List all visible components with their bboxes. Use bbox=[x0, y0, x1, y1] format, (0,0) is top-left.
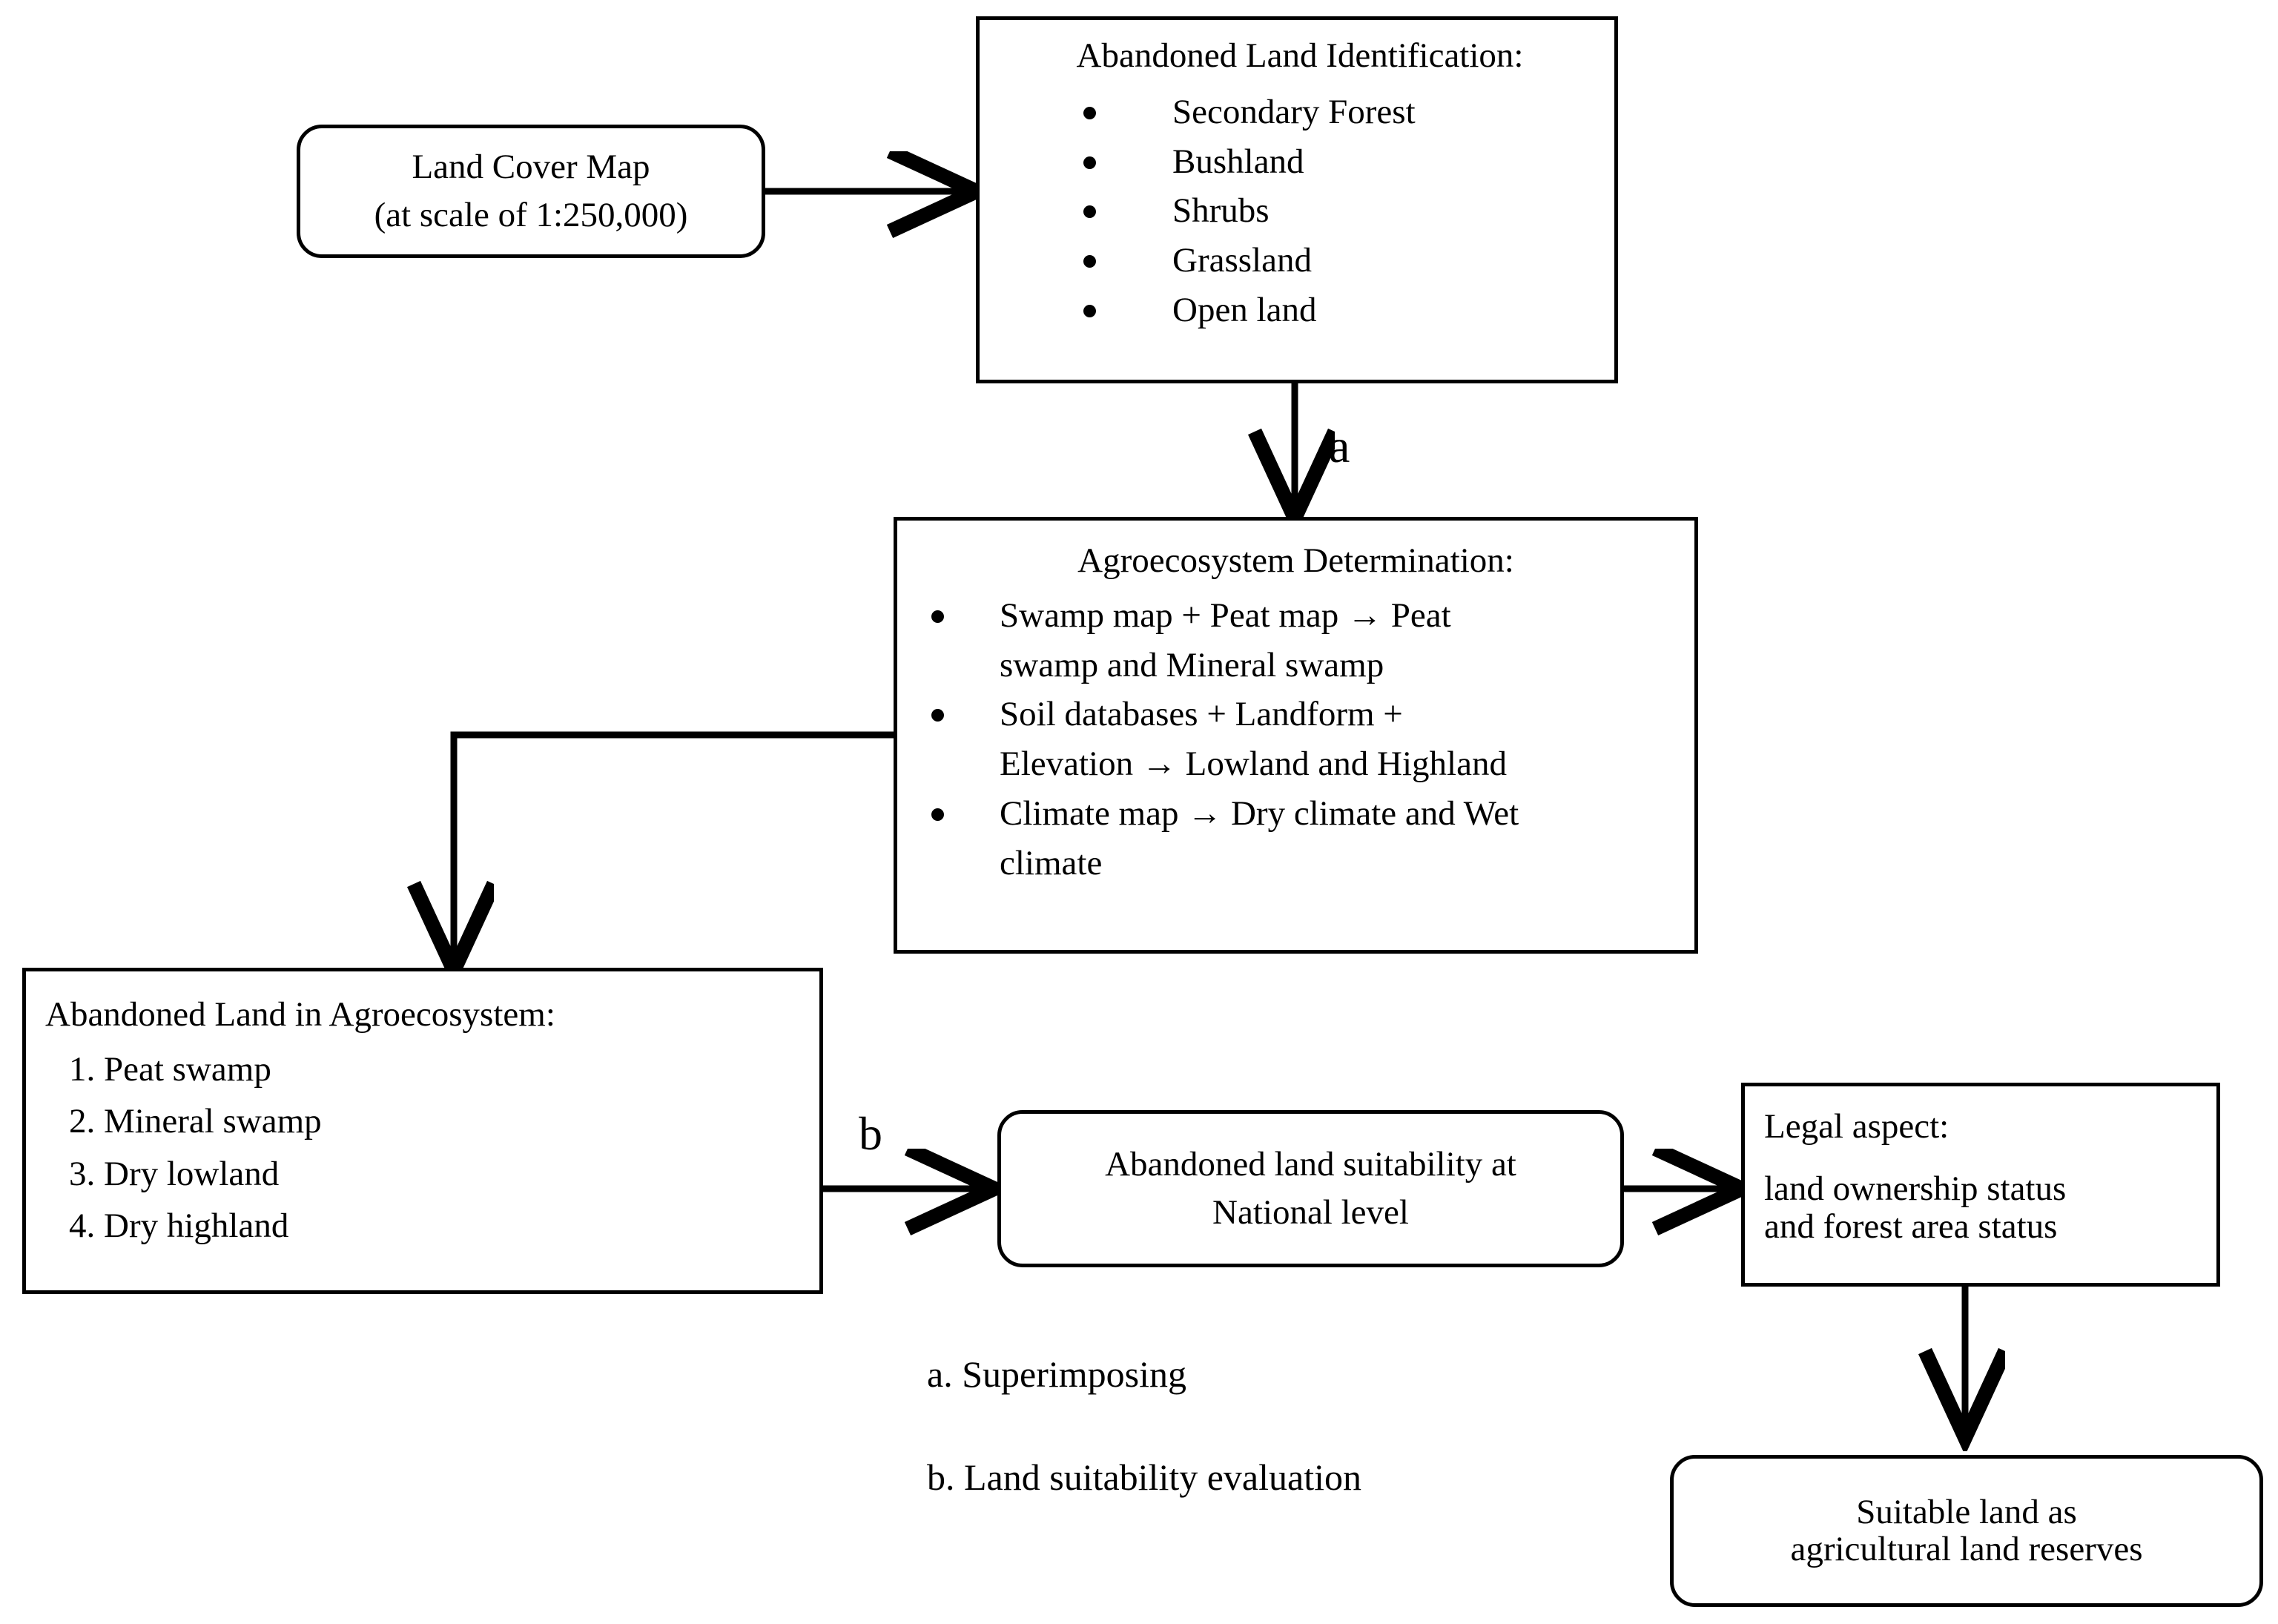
list-item: Grassland bbox=[1083, 236, 1614, 285]
bullet-dot-icon bbox=[931, 808, 944, 821]
list-item-line: climate bbox=[1000, 843, 1103, 882]
list-item: Secondary Forest bbox=[1083, 88, 1614, 137]
list-item-line: Climate map → Dry climate and Wet bbox=[1000, 793, 1519, 833]
abandoned-land-identification-list: Secondary Forest Bushland Shrubs Grassla… bbox=[980, 88, 1614, 335]
bullet-dot-icon bbox=[1083, 255, 1096, 268]
list-item-label: Open land bbox=[1172, 290, 1317, 329]
bullet-dot-icon bbox=[1083, 106, 1096, 119]
legal-aspect-title: Legal aspect: bbox=[1764, 1107, 1949, 1146]
list-item: Climate map → Dry climate and Wet climat… bbox=[931, 789, 1694, 888]
legal-aspect-line2: and forest area status bbox=[1764, 1207, 2058, 1246]
list-item-line: Soil databases + Landform + bbox=[1000, 695, 1403, 734]
agroecosystem-determination-title: Agroecosystem Determination: bbox=[1077, 541, 1514, 580]
list-item: Shrubs bbox=[1083, 186, 1614, 236]
edge-label-a: a bbox=[1329, 420, 1350, 472]
abandoned-land-suitability-line1: Abandoned land suitability at bbox=[1105, 1145, 1516, 1184]
land-cover-map-line2: (at scale of 1:250,000) bbox=[374, 196, 688, 234]
suitable-land-line1: Suitable land as bbox=[1856, 1492, 2077, 1531]
legal-aspect-line1: land ownership status bbox=[1764, 1169, 2067, 1208]
list-item: Swamp map + Peat map → Peat swamp and Mi… bbox=[931, 591, 1694, 690]
list-item-label: Shrubs bbox=[1172, 191, 1270, 231]
bullet-dot-icon bbox=[1083, 205, 1096, 219]
legend-item-b: b. Land suitability evaluation bbox=[927, 1456, 1361, 1498]
list-item: Bushland bbox=[1083, 137, 1614, 187]
list-item-label: Grassland bbox=[1172, 241, 1312, 280]
list-item: Soil databases + Landform + Elevation → … bbox=[931, 690, 1694, 788]
node-abandoned-land-in-agroecosystem[interactable]: Abandoned Land in Agroecosystem: 1. Peat… bbox=[22, 968, 823, 1294]
edge-label-b: b bbox=[859, 1107, 882, 1160]
node-legal-aspect[interactable]: Legal aspect: land ownership status and … bbox=[1741, 1083, 2220, 1287]
edge-agroecosystem-to-abandoned-land bbox=[454, 731, 894, 964]
legend-item-a: a. Superimposing bbox=[927, 1353, 1186, 1395]
list-item: 2. Mineral swamp bbox=[69, 1102, 322, 1141]
node-agroecosystem-determination[interactable]: Agroecosystem Determination: Swamp map +… bbox=[894, 517, 1698, 954]
node-suitable-land[interactable]: Suitable land as agricultural land reser… bbox=[1670, 1455, 2263, 1607]
abandoned-land-in-agroecosystem-list: 1. Peat swamp 2. Mineral swamp 3. Dry lo… bbox=[45, 1043, 819, 1252]
list-item: Open land bbox=[1083, 285, 1614, 335]
list-item: 1. Peat swamp bbox=[69, 1049, 271, 1089]
list-item-line: Elevation → Lowland and Highland bbox=[1000, 745, 1507, 784]
list-item-label: Secondary Forest bbox=[1172, 92, 1416, 131]
land-cover-map-line1: Land Cover Map bbox=[412, 148, 650, 187]
abandoned-land-suitability-line2: National level bbox=[1212, 1193, 1409, 1232]
agroecosystem-determination-list: Swamp map + Peat map → Peat swamp and Mi… bbox=[897, 591, 1694, 888]
suitable-land-line2: agricultural land reserves bbox=[1790, 1529, 2143, 1568]
list-item-line: swamp and Mineral swamp bbox=[1000, 645, 1384, 684]
bullet-dot-icon bbox=[1083, 304, 1096, 317]
node-abandoned-land-suitability[interactable]: Abandoned land suitability at National l… bbox=[997, 1110, 1624, 1267]
bullet-dot-icon bbox=[931, 610, 944, 623]
abandoned-land-identification-title: Abandoned Land Identification: bbox=[1076, 36, 1524, 75]
list-item-line: Swamp map + Peat map → Peat bbox=[1000, 595, 1451, 635]
node-land-cover-map[interactable]: Land Cover Map (at scale of 1:250,000) bbox=[297, 125, 765, 258]
node-abandoned-land-identification[interactable]: Abandoned Land Identification: Secondary… bbox=[976, 16, 1618, 383]
list-item: 3. Dry lowland bbox=[69, 1154, 280, 1193]
bullet-dot-icon bbox=[1083, 156, 1096, 169]
list-item-label: Bushland bbox=[1172, 142, 1304, 181]
list-item: 4. Dry highland bbox=[69, 1207, 289, 1246]
abandoned-land-in-agroecosystem-title: Abandoned Land in Agroecosystem: bbox=[45, 995, 555, 1034]
bullet-dot-icon bbox=[931, 709, 944, 722]
